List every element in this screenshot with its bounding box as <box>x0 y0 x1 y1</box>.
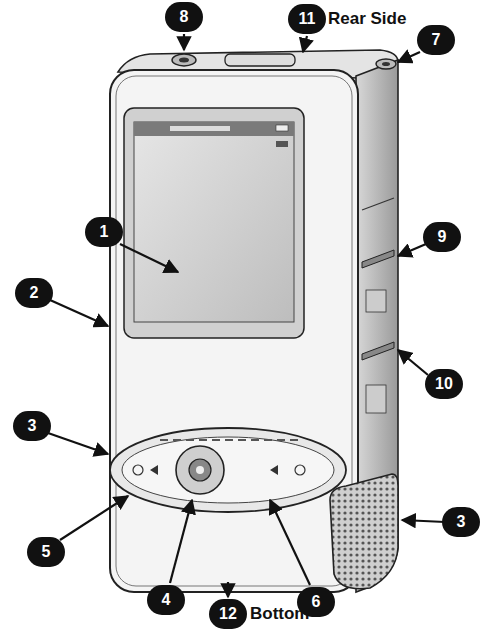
callout-number: 7 <box>417 25 455 55</box>
callout-number: 8 <box>165 2 203 32</box>
callout-number: 3 <box>13 411 51 441</box>
view-label: Bottom <box>250 604 309 624</box>
callout-number: 11 <box>288 4 326 34</box>
callout-number: 4 <box>147 585 185 615</box>
callout-number: 10 <box>425 369 463 399</box>
callout-number: 3 <box>442 507 480 537</box>
callout-number: 12 <box>209 599 247 629</box>
callout-number: 2 <box>15 278 53 308</box>
callout-number: 5 <box>27 537 65 567</box>
callout-number: 1 <box>85 217 123 247</box>
view-label: Rear Side <box>328 9 406 29</box>
callout-number: 9 <box>423 222 461 252</box>
